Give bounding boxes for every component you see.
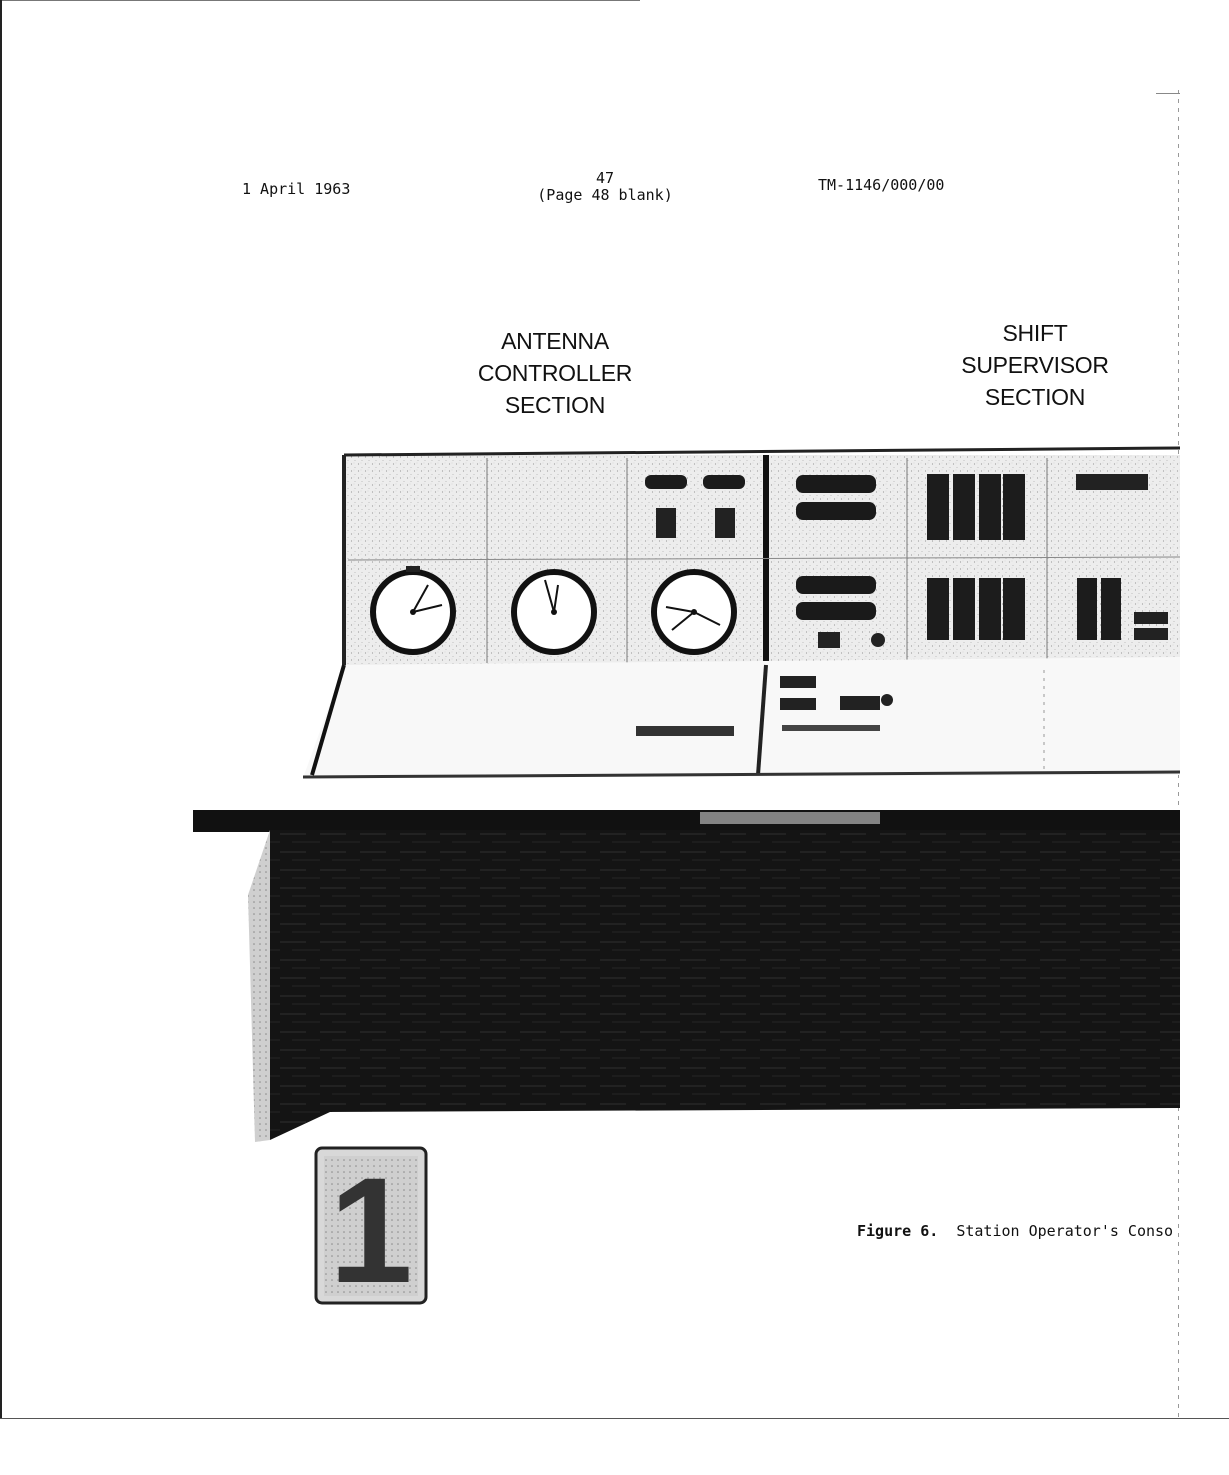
- key-row: [780, 676, 816, 688]
- page-left-edge: [0, 0, 2, 1418]
- label-line: SUPERVISOR: [961, 352, 1109, 378]
- key-row: [840, 696, 880, 710]
- knob: [871, 633, 885, 647]
- page-note: (Page 48 blank): [537, 186, 673, 204]
- key-row: [782, 725, 880, 731]
- label-line: SHIFT: [1002, 320, 1068, 346]
- button-matrix: [1077, 578, 1168, 640]
- desk-surface: [302, 657, 1181, 779]
- panel-top-edge: [343, 446, 1181, 457]
- right-margin-tick: [1156, 93, 1180, 94]
- label-line: CONTROLLER: [477, 360, 633, 386]
- key-row: [780, 698, 816, 710]
- photo-tag-number: 1: [329, 1146, 412, 1314]
- shift-supervisor-label: SHIFT SUPERVISOR SECTION: [935, 317, 1135, 413]
- indicator-window: [715, 508, 735, 538]
- panel-face: [344, 455, 1180, 665]
- figure-title: Station Operator's Conso: [956, 1222, 1174, 1240]
- figure-caption: Figure 6. Station Operator's Conso: [857, 1222, 1179, 1240]
- antenna-controller-label: ANTENNA CONTROLLER SECTION: [440, 325, 670, 421]
- meter-dial: [370, 566, 456, 655]
- upper-panel: [342, 446, 1181, 665]
- meter-dial: [511, 569, 597, 655]
- display-slot: [796, 502, 876, 520]
- key-row: [636, 726, 734, 736]
- page-top-edge: [0, 0, 640, 1]
- indicator-window: [703, 475, 745, 489]
- figure-number: Figure 6.: [857, 1222, 939, 1240]
- display-slot: [796, 475, 876, 493]
- right-margin-line: [1178, 90, 1179, 1420]
- header-page-number: 47 (Page 48 blank): [530, 170, 680, 204]
- header-document-id: TM-1146/000/00: [818, 176, 945, 194]
- display-slot: [796, 576, 876, 594]
- lower-cabinet: [193, 810, 1180, 1142]
- display-slot: [796, 602, 876, 620]
- indicator-window: [645, 475, 687, 489]
- label-line: ANTENNA: [501, 328, 609, 354]
- meter-dial: [651, 569, 737, 655]
- display-slot: [1076, 474, 1148, 490]
- button-matrix: [927, 474, 1025, 540]
- header-date: 1 April 1963: [242, 180, 351, 198]
- label-line: SECTION: [984, 384, 1086, 410]
- switch-block: [818, 632, 840, 648]
- indicator-window: [656, 508, 676, 538]
- page-bottom-edge: [0, 1418, 1229, 1419]
- photo-tag: 1: [314, 1146, 428, 1314]
- label-line: SECTION: [504, 392, 606, 418]
- knob: [881, 694, 893, 706]
- page-number: 47: [595, 169, 615, 187]
- row-divider: [347, 556, 1181, 561]
- button-matrix: [927, 578, 1025, 640]
